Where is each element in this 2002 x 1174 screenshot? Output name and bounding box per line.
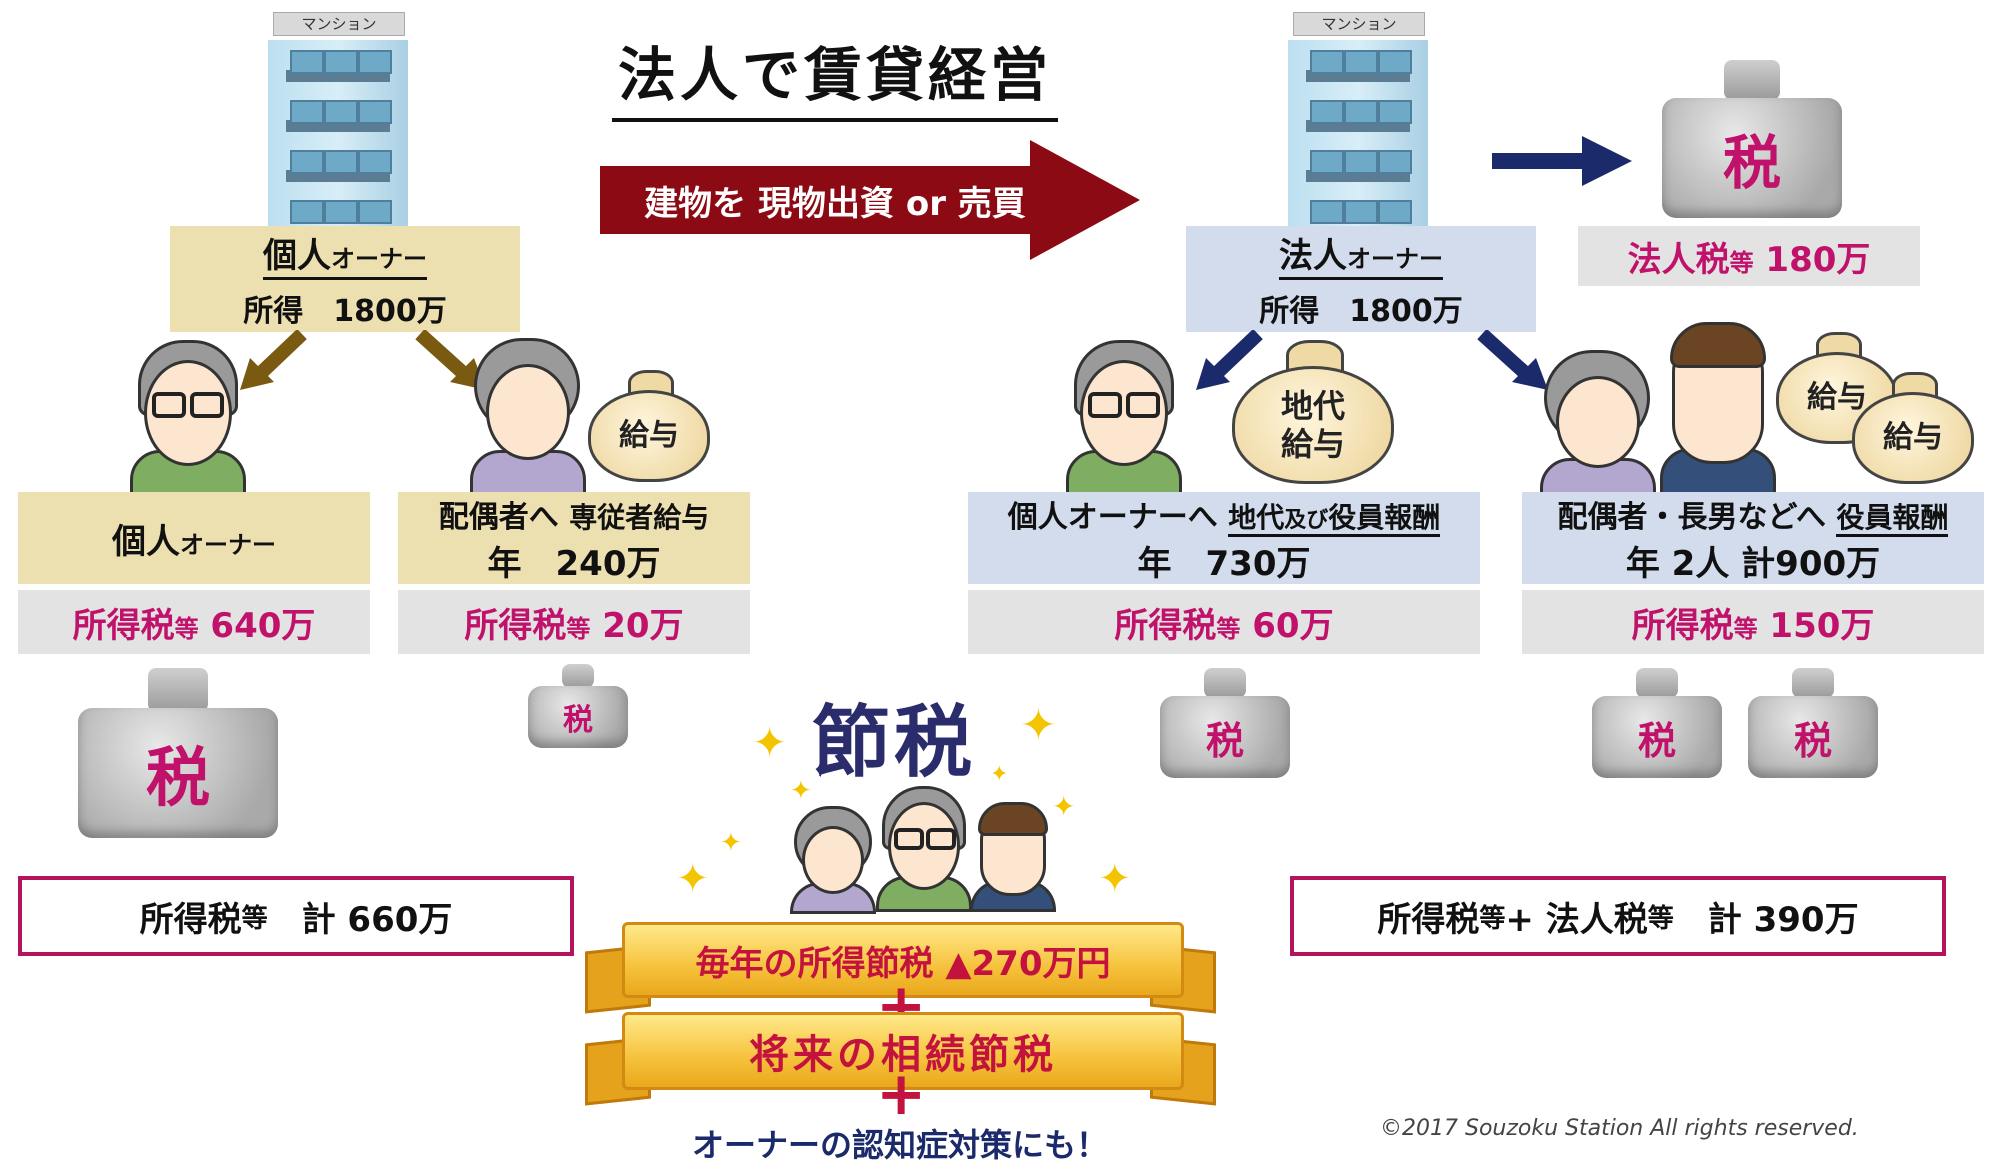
weight-icon: 税 <box>1592 668 1722 780</box>
left-person-tax-box: 所得税等 640万 <box>18 590 370 654</box>
left-person-owner-box: 個人オーナー <box>18 492 370 584</box>
weight-icon-corp: 税 <box>1662 60 1842 220</box>
sparkle-icon: ✦ <box>676 856 710 902</box>
right-family-tax-box: 所得税等 150万 <box>1522 590 1984 654</box>
right-owner-salary-box: 個人オーナーへ 地代及び役員報酬 年 730万 <box>968 492 1480 584</box>
old-man-icon <box>1066 340 1182 501</box>
old-woman-icon <box>470 338 586 496</box>
ribbon-annual-saving: 毎年の所得節税 ▲270万円 <box>622 922 1184 998</box>
page-title: 法人で賃貸経営 <box>612 28 1059 122</box>
money-bag-icon: 給与 <box>588 370 710 482</box>
left-owner-box: 個人オーナー 所得 1800万 <box>170 226 520 332</box>
right-total-box: 所得税等 + 法人税等 計 390万 <box>1290 876 1946 956</box>
old-man-icon <box>876 786 972 912</box>
building-icon <box>1288 40 1428 230</box>
arrow-down-left-icon <box>240 330 307 390</box>
sparkle-icon: ✦ <box>1098 856 1132 902</box>
bag-label: 給与 <box>588 390 710 482</box>
sparkle-icon: ✦ <box>990 762 1009 787</box>
setsuzei-heading: 節税 <box>812 698 977 788</box>
young-man-icon <box>970 800 1056 912</box>
weight-icon-small: 税 <box>528 664 628 752</box>
weight-icon: 税 <box>1748 668 1878 780</box>
corp-tax-box: 法人税等 180万 <box>1578 226 1920 286</box>
ribbon-inheritance-saving: 将来の相続節税 <box>622 1012 1184 1090</box>
left-total-box: 所得税等 計 660万 <box>18 876 574 956</box>
money-bag-icon: 給与 <box>1852 372 1974 484</box>
left-owner-income: 所得 1800万 <box>243 294 447 329</box>
sparkle-icon: ✦ <box>790 776 812 806</box>
copyright: ©2017 Souzoku Station All rights reserve… <box>1380 1116 1859 1141</box>
plus-sign: + <box>876 1059 927 1129</box>
arrow-right-icon <box>1492 136 1632 186</box>
right-building: マンション <box>1288 10 1428 230</box>
right-owner-box: 法人オーナー 所得 1800万 <box>1186 226 1536 332</box>
old-woman-icon <box>790 806 876 914</box>
sparkle-icon: ✦ <box>1052 790 1076 823</box>
young-man-icon <box>1660 318 1776 498</box>
dementia-note: オーナーの認知症対策にも！ <box>691 1126 1108 1164</box>
building-label: マンション <box>1293 12 1425 36</box>
right-owner-tax-box: 所得税等 60万 <box>968 590 1480 654</box>
weight-icon-large: 税 <box>78 668 278 843</box>
sparkle-icon: ✦ <box>752 718 788 767</box>
arrow-down-left-icon <box>1196 330 1263 390</box>
building-icon <box>268 40 408 230</box>
left-owner-title: 個人オーナー <box>263 228 427 280</box>
transfer-arrow: 建物を 現物出資 or 売買 <box>600 140 1140 260</box>
right-family-box: 配偶者・長男などへ 役員報酬 年 2人 計900万 <box>1522 492 1984 584</box>
building-label: マンション <box>273 12 405 36</box>
weight-icon: 税 <box>1160 668 1290 780</box>
sparkle-icon: ✦ <box>1020 700 1057 751</box>
old-man-icon <box>130 340 246 501</box>
money-bag-icon: 地代給与 <box>1232 340 1394 484</box>
old-woman-icon <box>1540 350 1656 500</box>
left-spouse-tax-box: 所得税等 20万 <box>398 590 750 654</box>
left-spouse-box: 配偶者へ 専従者給与 年 240万 <box>398 492 750 584</box>
arrow-down-right-icon <box>1477 330 1548 390</box>
sparkle-icon: ✦ <box>720 828 742 858</box>
money-bag-icon: 給与 <box>1776 332 1898 444</box>
left-building: マンション <box>268 10 408 230</box>
